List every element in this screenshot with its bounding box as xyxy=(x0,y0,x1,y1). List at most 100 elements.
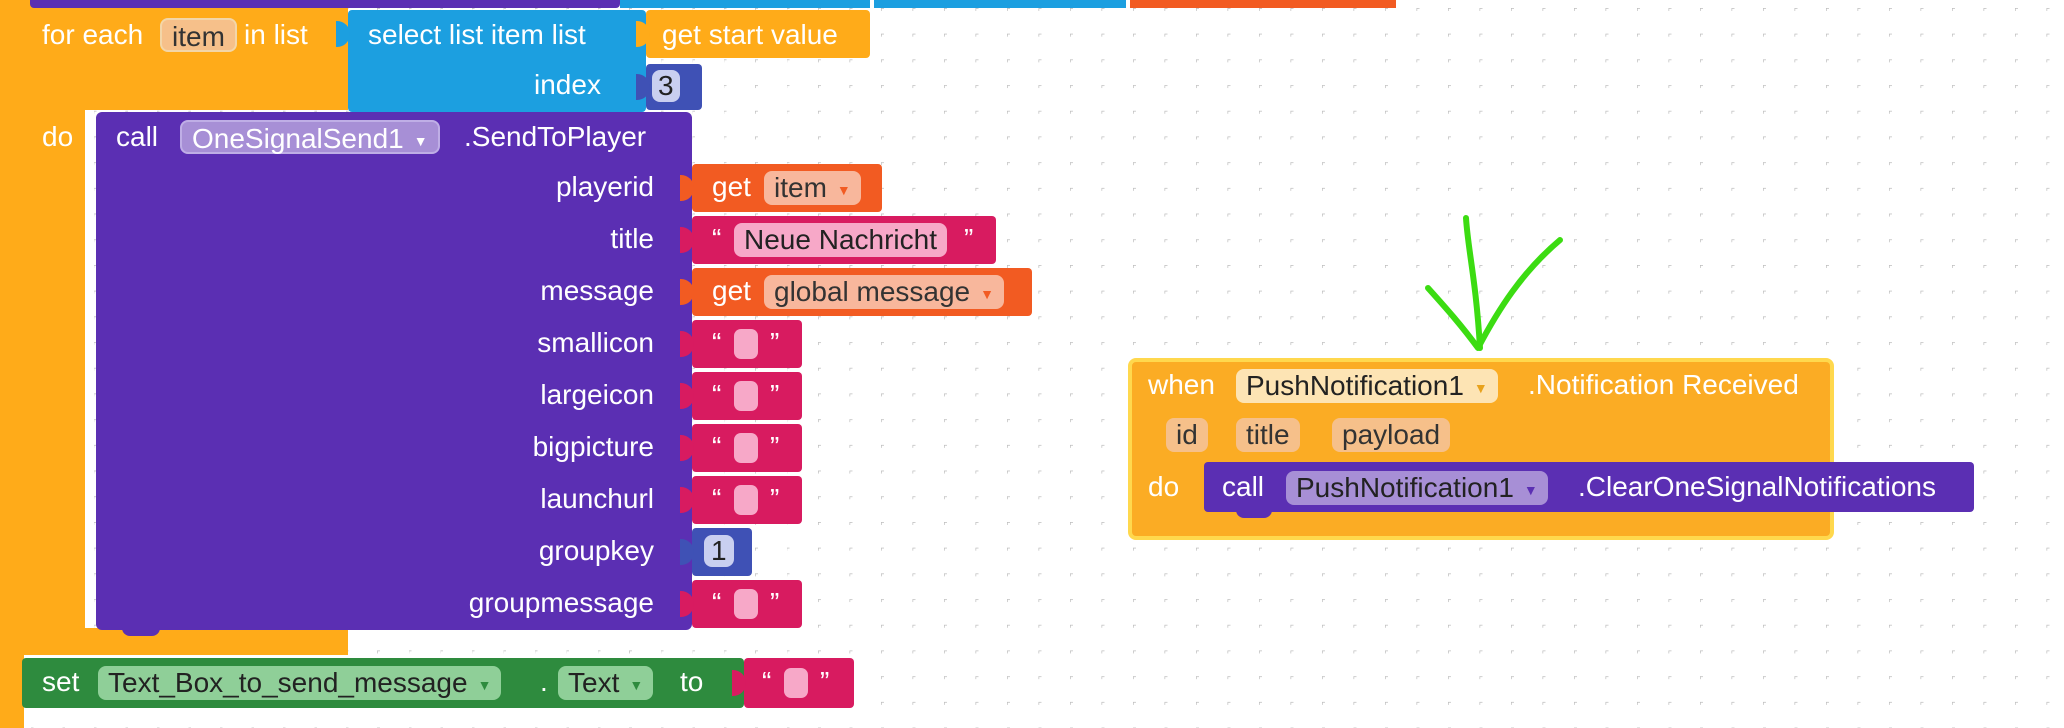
event-call-keyword: call xyxy=(1222,471,1265,502)
smallicon-connector xyxy=(680,331,694,357)
do-keyword: do xyxy=(42,121,74,152)
groupmessage-connector xyxy=(680,591,694,617)
quote-close: ” xyxy=(770,483,780,514)
groupkey-connector xyxy=(680,539,694,565)
chevron-down-icon: ▼ xyxy=(836,181,851,198)
global-message-var: global message xyxy=(774,276,971,307)
smallicon-empty-string[interactable] xyxy=(734,329,758,359)
quote-open: “ xyxy=(712,587,722,618)
for-each-shape xyxy=(0,0,348,728)
send-to-player-tab xyxy=(122,626,160,636)
event-param-payload[interactable]: payload xyxy=(1332,418,1451,452)
call-keyword: call xyxy=(116,121,159,152)
arrow-annotation-icon xyxy=(1425,215,1563,351)
param-launchurl: launchurl xyxy=(540,483,654,514)
previous-list-edge-2 xyxy=(874,0,1126,8)
quote-open: “ xyxy=(712,379,722,410)
groupkey-number-value[interactable]: 1 xyxy=(704,535,734,567)
quote-open: “ xyxy=(712,327,722,358)
get-item-connector xyxy=(680,175,694,201)
index-number-value[interactable]: 3 xyxy=(652,70,680,102)
event-param-title[interactable]: title xyxy=(1236,418,1300,452)
onesignal-component-name: OneSignalSend1 xyxy=(192,123,404,154)
event-param-id[interactable]: id xyxy=(1166,418,1208,452)
largeicon-connector xyxy=(680,383,694,409)
set-property-name: Text xyxy=(568,667,620,698)
param-groupkey: groupkey xyxy=(538,535,654,566)
call-component-name: PushNotification1 xyxy=(1296,472,1514,503)
clear-notifications-tab xyxy=(1236,508,1272,518)
get-keyword-message: get xyxy=(712,275,751,306)
set-property-dropdown[interactable]: Text ▼ xyxy=(558,666,654,700)
largeicon-empty-string[interactable] xyxy=(734,381,758,411)
when-keyword: when xyxy=(1148,369,1215,400)
get-item-dropdown[interactable]: item ▼ xyxy=(764,171,861,205)
launchurl-empty-string[interactable] xyxy=(734,485,758,515)
get-keyword-playerid: get xyxy=(712,171,751,202)
chevron-down-icon: ▼ xyxy=(413,132,428,149)
send-to-player-block[interactable] xyxy=(96,112,692,630)
param-bigpicture: bigpicture xyxy=(532,431,654,462)
send-to-player-method: .SendToPlayer xyxy=(464,121,647,152)
get-start-value-block[interactable] xyxy=(646,10,870,58)
quote-open: “ xyxy=(762,666,772,697)
event-do-keyword: do xyxy=(1148,471,1180,502)
set-keyword: set xyxy=(42,666,80,697)
index-number-connector xyxy=(636,74,650,100)
event-component-dropdown[interactable]: PushNotification1 ▼ xyxy=(1236,369,1498,403)
in-list-keyword: in list xyxy=(244,19,308,50)
chevron-down-icon: ▼ xyxy=(1523,481,1538,498)
get-start-value-connector xyxy=(636,21,650,47)
launchurl-connector xyxy=(680,487,694,513)
get-start-value-label: get start value xyxy=(662,19,838,50)
quote-close: ” xyxy=(770,379,780,410)
set-value-empty-string[interactable] xyxy=(784,668,808,698)
title-text-value[interactable]: Neue Nachricht xyxy=(734,223,947,257)
quote-close: ” xyxy=(964,223,974,254)
call-component-dropdown[interactable]: PushNotification1 ▼ xyxy=(1286,471,1548,505)
to-keyword: to xyxy=(680,666,704,697)
bigpicture-connector xyxy=(680,435,694,461)
quote-close: ” xyxy=(770,327,780,358)
get-global-message-connector xyxy=(680,279,694,305)
for-each-var-chip[interactable]: item xyxy=(160,18,237,52)
previous-var-edge xyxy=(1130,0,1396,8)
select-list-item-block[interactable] xyxy=(348,10,646,112)
select-list-item-label: select list item list xyxy=(368,19,586,50)
param-playerid: playerid xyxy=(555,171,654,202)
bigpicture-empty-string[interactable] xyxy=(734,433,758,463)
quote-close: ” xyxy=(820,666,830,697)
set-value-connector xyxy=(732,670,746,696)
quote-open: “ xyxy=(712,223,722,254)
previous-block-edge xyxy=(30,0,620,8)
index-label: index xyxy=(534,69,601,100)
chevron-down-icon: ▼ xyxy=(477,676,492,693)
select-list-item-connector xyxy=(336,21,350,47)
set-component-dropdown[interactable]: Text_Box_to_send_message ▼ xyxy=(98,666,502,700)
for-each-keyword: for each xyxy=(42,19,144,50)
chevron-down-icon: ▼ xyxy=(629,676,644,693)
quote-open: “ xyxy=(712,431,722,462)
onesignal-component-dropdown[interactable]: OneSignalSend1 ▼ xyxy=(180,120,440,154)
chevron-down-icon: ▼ xyxy=(1473,379,1488,396)
set-dot: . xyxy=(540,666,548,697)
param-groupmessage: groupmessage xyxy=(468,587,654,618)
get-item-var: item xyxy=(774,172,827,203)
quote-close: ” xyxy=(770,587,780,618)
title-text-connector xyxy=(680,227,694,253)
set-component-name: Text_Box_to_send_message xyxy=(108,667,468,698)
previous-list-edge xyxy=(620,0,870,8)
global-message-dropdown[interactable]: global message ▼ xyxy=(764,275,1004,309)
quote-close: ” xyxy=(770,431,780,462)
event-component-name: PushNotification1 xyxy=(1246,370,1464,401)
for-each-block[interactable] xyxy=(0,0,348,728)
param-message: message xyxy=(540,275,654,306)
param-smallicon: smallicon xyxy=(537,327,654,358)
quote-open: “ xyxy=(712,483,722,514)
groupmessage-empty-string[interactable] xyxy=(734,589,758,619)
param-title: title xyxy=(610,223,654,254)
chevron-down-icon: ▼ xyxy=(980,285,994,302)
clear-notifications-method: .ClearOneSignalNotifications xyxy=(1578,471,1936,502)
event-name: .Notification Received xyxy=(1528,369,1799,400)
param-largeicon: largeicon xyxy=(540,379,654,410)
